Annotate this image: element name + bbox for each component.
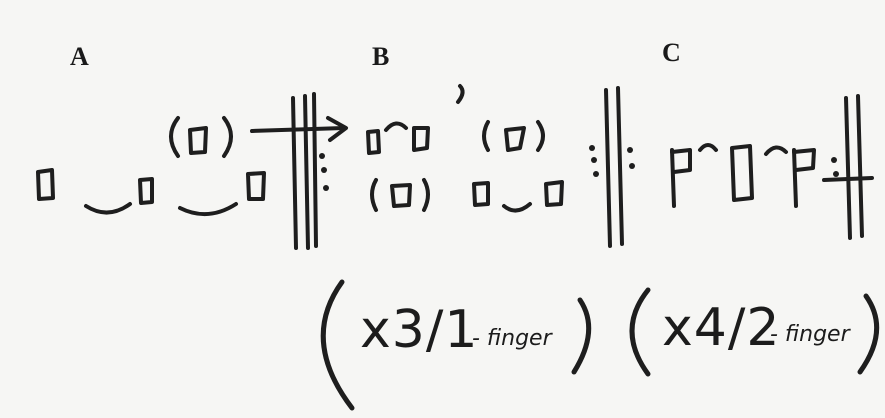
- note-box: [670, 148, 692, 174]
- repeat-dot: [319, 153, 325, 159]
- barline: [616, 86, 624, 246]
- section-c-notation: [670, 94, 874, 240]
- repeat-dot: [321, 167, 327, 173]
- section-label-c: C: [662, 38, 681, 67]
- arrow-head: [326, 116, 348, 142]
- c-repeat-unit: - finger: [770, 322, 850, 347]
- barline: [604, 88, 612, 248]
- section-label-b: B: [372, 42, 390, 71]
- annotation-paren-left: [629, 287, 651, 377]
- repeat-dot: [833, 171, 839, 177]
- tie: [698, 143, 718, 152]
- b-repeat-unit: - finger: [472, 326, 552, 351]
- barline: [856, 94, 864, 238]
- note-box: [792, 148, 816, 172]
- arrow-shaft: [250, 126, 346, 133]
- note-box: [412, 126, 430, 152]
- barline: [312, 92, 318, 248]
- repeat-dot: [589, 145, 595, 151]
- note-box: [504, 126, 526, 152]
- paren-right: [536, 120, 545, 152]
- section-b-notation: [366, 84, 635, 248]
- tie: [384, 121, 408, 132]
- paren-left: [370, 178, 378, 212]
- repeat-dot: [831, 157, 837, 163]
- note-stem: [670, 148, 676, 208]
- section-label-a: A: [70, 42, 89, 71]
- annotation-paren-right: [571, 297, 592, 375]
- repeat-dot: [593, 171, 599, 177]
- tie: [764, 145, 788, 156]
- note-box: [390, 183, 412, 208]
- annotation-paren-left: [320, 279, 355, 411]
- c-repeat-count: x4/2: [662, 298, 781, 358]
- paren-right: [422, 178, 430, 212]
- b-repeat-count: x3/1: [360, 300, 479, 360]
- barline: [844, 96, 852, 240]
- note-stem: [792, 148, 798, 208]
- breath-mark: [456, 84, 465, 104]
- barline: [822, 176, 874, 182]
- slur: [502, 202, 532, 213]
- note-box: [188, 126, 208, 155]
- slur: [178, 202, 238, 216]
- repeat-dot: [629, 163, 635, 169]
- note-box: [36, 168, 55, 201]
- barline: [303, 94, 310, 250]
- note-box: [246, 171, 266, 201]
- note-box: [138, 177, 154, 205]
- note-box: [472, 181, 490, 207]
- paren-right: [222, 116, 233, 158]
- repeat-dot: [627, 147, 633, 153]
- section-a-notation: [36, 92, 348, 250]
- note-box: [366, 129, 381, 155]
- note-box: [544, 180, 564, 207]
- repeat-dot: [323, 185, 329, 191]
- note-box: [730, 144, 754, 202]
- barline: [291, 96, 298, 250]
- paren-left: [482, 120, 490, 152]
- repeat-dot: [591, 157, 597, 163]
- paren-left: [169, 116, 180, 158]
- slur: [84, 202, 132, 215]
- annotation-paren-right: [857, 293, 880, 375]
